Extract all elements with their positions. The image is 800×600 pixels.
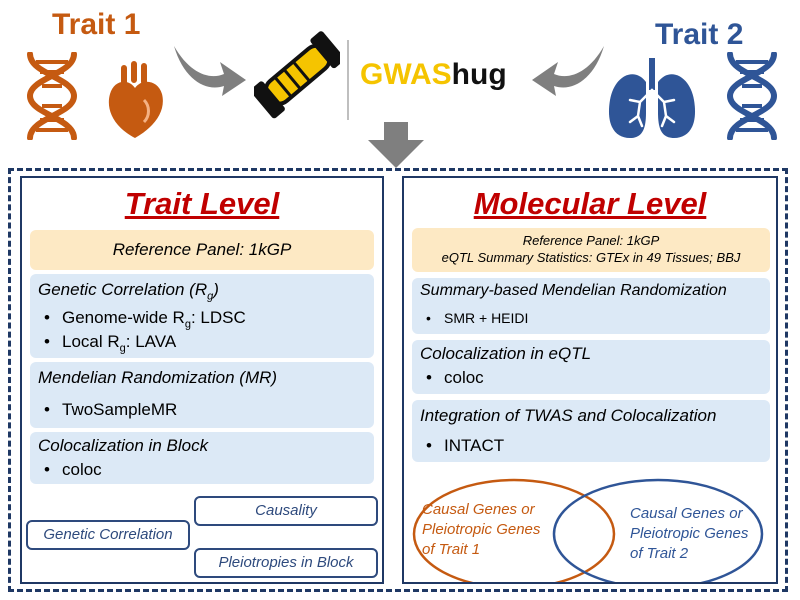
smr-section: Summary-based Mendelian Randomization •S… (412, 278, 770, 334)
tag-pleiotropies: Pleiotropies in Block (194, 548, 378, 578)
trait-level-panel: Trait Level Reference Panel: 1kGP Geneti… (20, 176, 384, 584)
trait2-title: Trait 2 (655, 18, 744, 51)
coloc-block-title: Colocalization in Block (38, 436, 209, 455)
tag-causality: Causality (194, 496, 378, 526)
genetic-correlation-section: Genetic Correlation (Rg) •Genome-wide Rg… (30, 274, 374, 358)
lungs-icon (608, 58, 696, 138)
trait1-title: Trait 1 (52, 8, 141, 41)
trait-reference-panel-text: Reference Panel: 1kGP (112, 240, 292, 259)
venn-right-label: Causal Genes or Pleiotropic Genes of Tra… (630, 505, 749, 562)
coloc-eqtl-section: Colocalization in eQTL •coloc (412, 340, 770, 394)
arrow-right-icon (174, 46, 246, 96)
brand-gwas: GWAS (360, 58, 452, 91)
genome-wide-rg-item: •Genome-wide Rg: LDSC (44, 308, 246, 331)
venn-left-label: Causal Genes or Pleiotropic Genes of Tra… (422, 501, 541, 558)
coloc-block-item: •coloc (44, 460, 102, 479)
local-rg-item: •Local Rg: LAVA (44, 332, 177, 355)
handshake-icon (254, 31, 340, 119)
genetic-correlation-title: Genetic Correlation (Rg) (38, 280, 219, 303)
intact-item: •INTACT (426, 436, 505, 455)
molecular-level-title: Molecular Level (473, 186, 707, 221)
dna-icon (726, 52, 778, 140)
brand-divider (347, 40, 349, 120)
brand-hug: hug (451, 58, 507, 91)
outer-frame (8, 168, 788, 592)
venn-right-circle (552, 478, 764, 582)
venn-diagram (412, 478, 764, 582)
tag-genetic-correlation: Genetic Correlation (26, 520, 190, 550)
molecular-reference-panel: Reference Panel: 1kGP eQTL Summary Stati… (412, 228, 770, 272)
arrow-left-icon (532, 46, 604, 96)
dna-icon (26, 52, 78, 140)
smr-title: Summary-based Mendelian Randomization (420, 282, 727, 299)
molecular-ref-line2: eQTL Summary Statistics: GTEx in 49 Tiss… (441, 250, 741, 265)
molecular-ref-line1: Reference Panel: 1kGP (522, 233, 660, 248)
venn-left-circle (412, 478, 616, 582)
coloc-eqtl-title: Colocalization in eQTL (420, 344, 592, 363)
mr-section: Mendelian Randomization (MR) •TwoSampleM… (30, 362, 374, 428)
heart-icon (108, 61, 163, 138)
smr-item: •SMR + HEIDI (426, 310, 529, 326)
trait-level-title: Trait Level (124, 186, 280, 221)
twas-section: Integration of TWAS and Colocalization •… (412, 400, 770, 462)
twosamplemr-item: •TwoSampleMR (44, 400, 178, 419)
twas-title: Integration of TWAS and Colocalization (420, 406, 717, 425)
trait-reference-panel: Reference Panel: 1kGP (30, 230, 374, 270)
mr-title: Mendelian Randomization (MR) (38, 368, 278, 387)
coloc-eqtl-item: •coloc (426, 368, 484, 387)
molecular-level-panel: Molecular Level Reference Panel: 1kGP eQ… (402, 176, 778, 584)
coloc-block-section: Colocalization in Block •coloc (30, 432, 374, 484)
brand-logo: GWAShug (360, 58, 507, 92)
arrow-down-icon (368, 122, 424, 168)
